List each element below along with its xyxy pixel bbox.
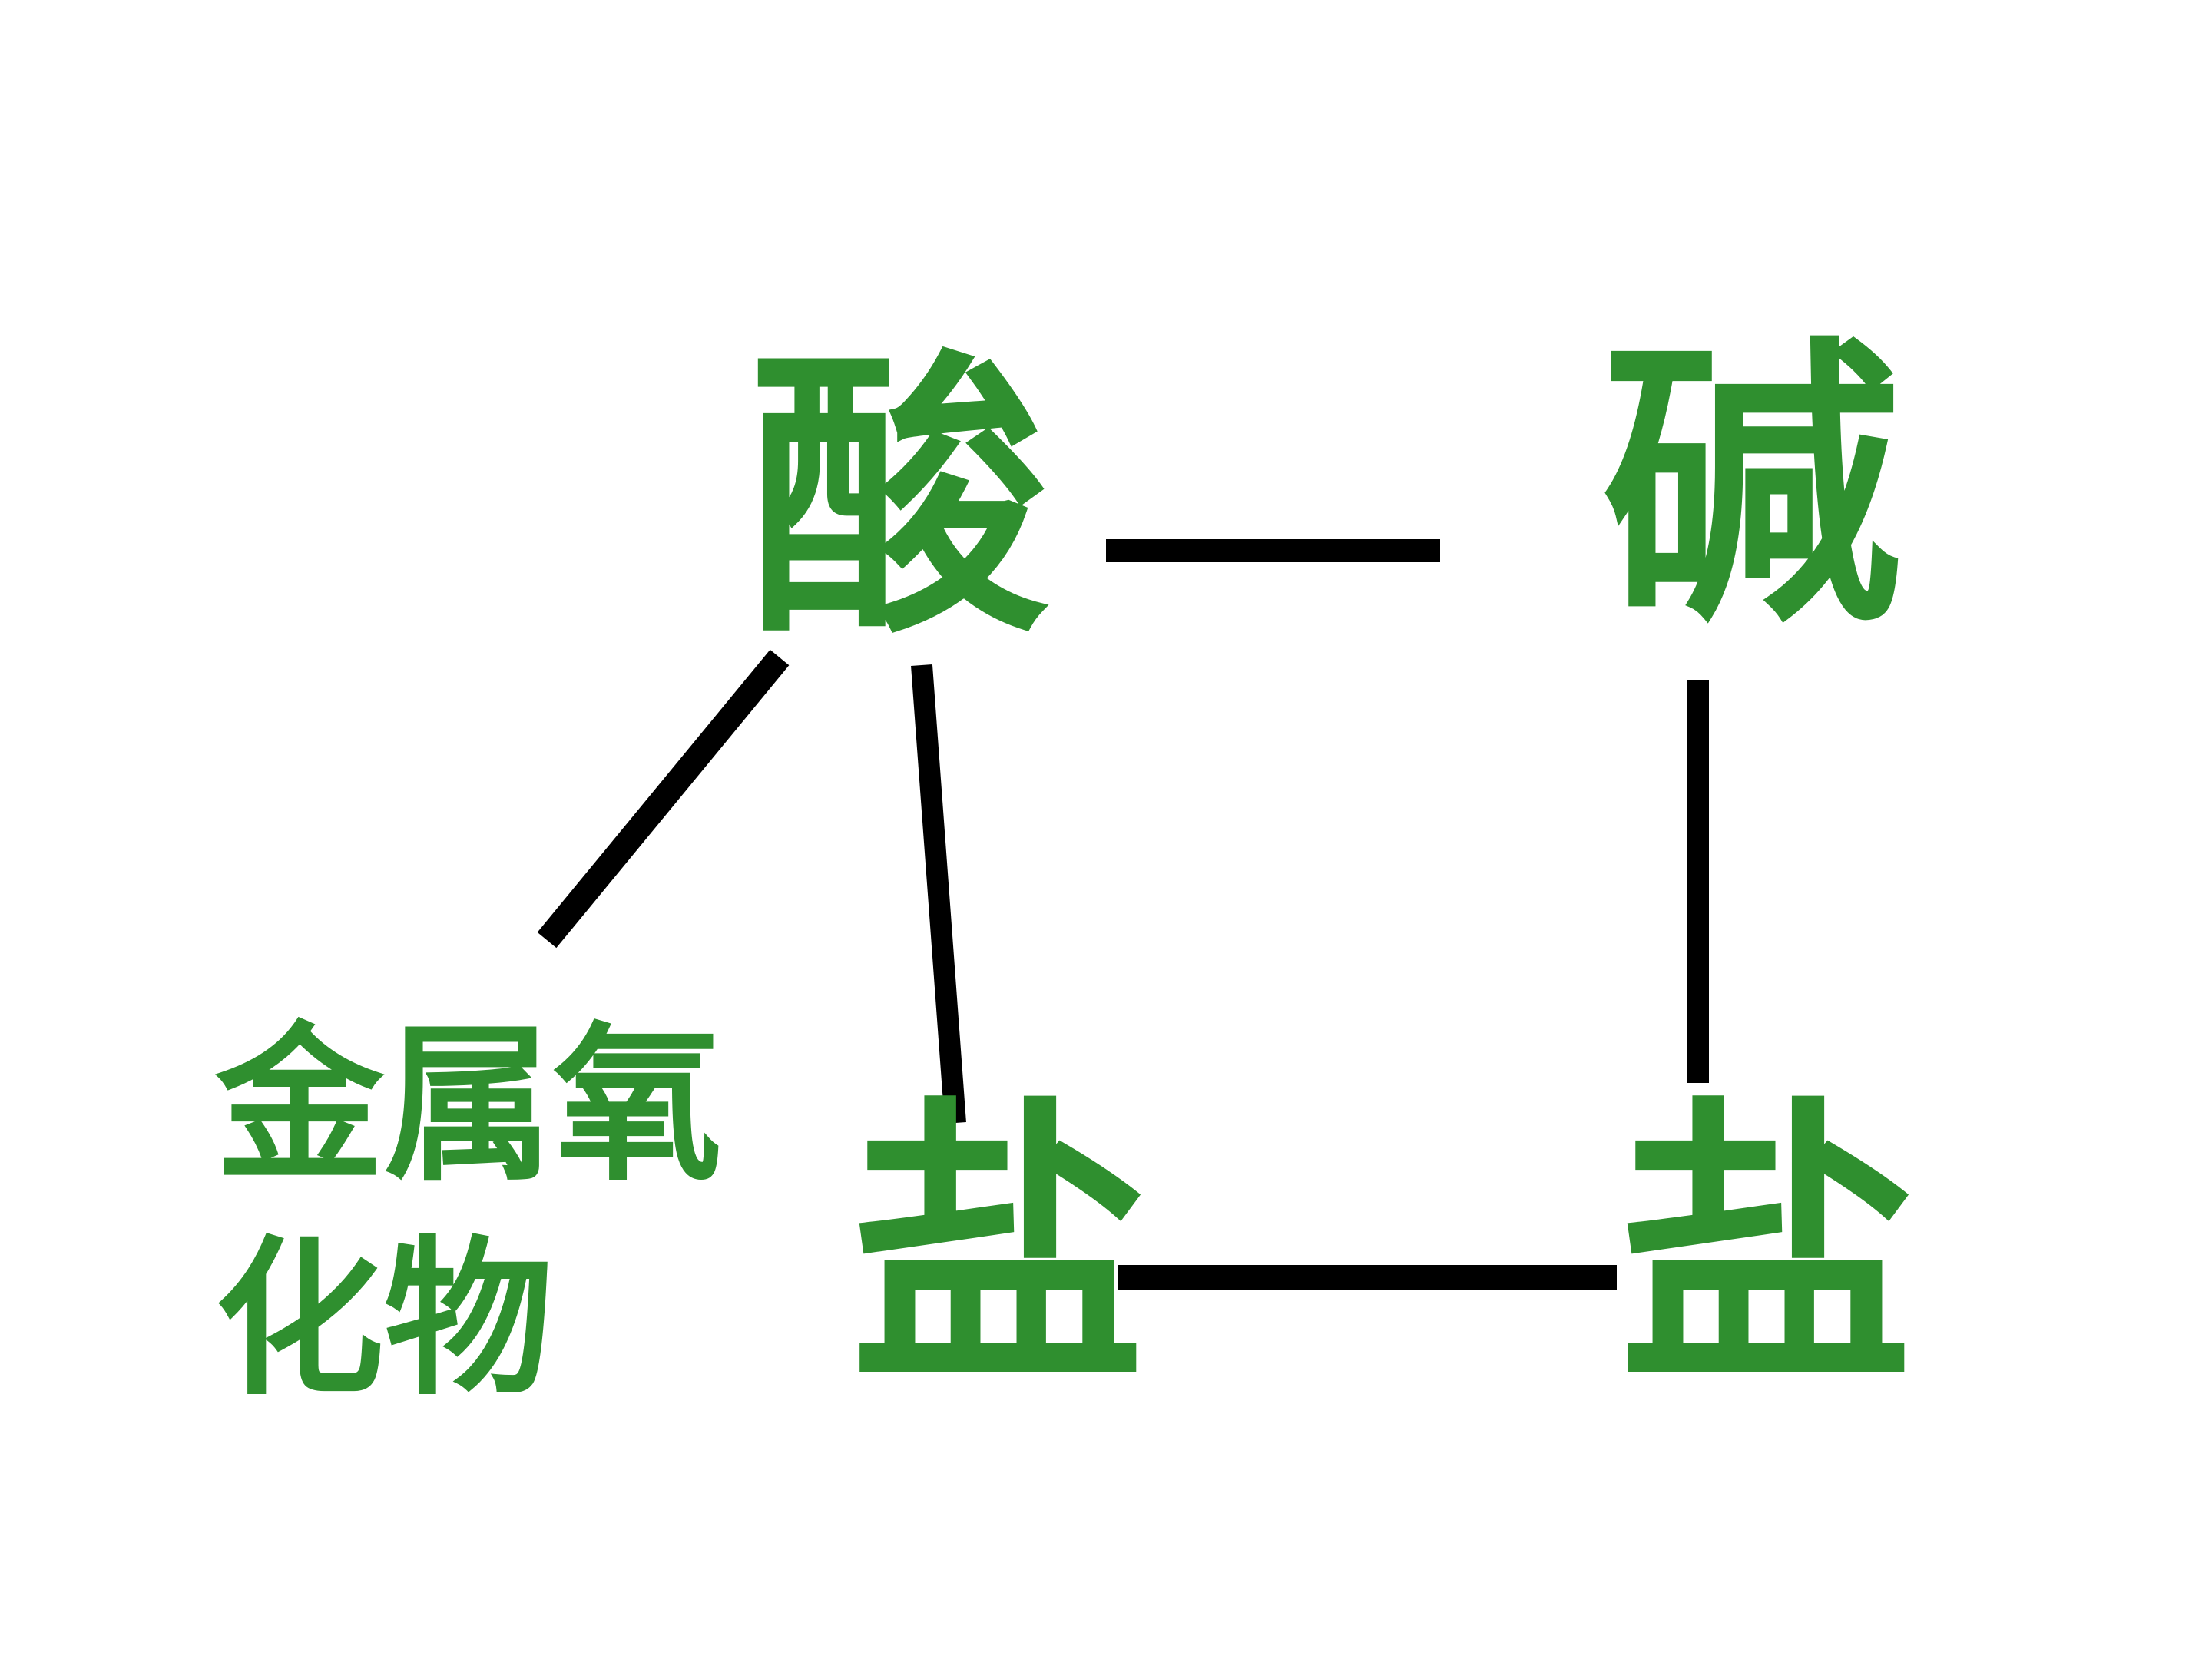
- edge-acid-salt-left: [911, 664, 966, 1124]
- node-salt-left: 盐: [849, 1081, 1148, 1416]
- node-base: 碱: [1601, 320, 1901, 655]
- node-acid: 酸: [749, 332, 1048, 667]
- node-metal-oxide: 金属氧化物: [215, 1011, 723, 1415]
- edge-acid-metal-oxide: [537, 649, 790, 949]
- node-salt-right: 盐: [1617, 1081, 1916, 1416]
